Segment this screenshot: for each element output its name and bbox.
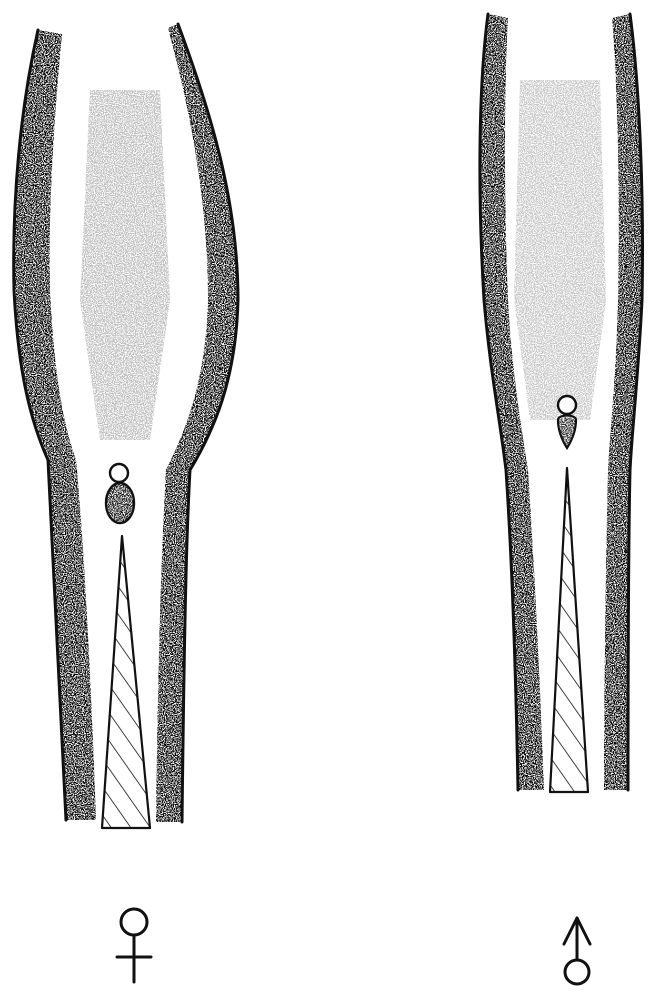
male-specimen — [480, 14, 643, 792]
female-hatched-spike — [102, 536, 150, 828]
male-sign-icon — [564, 918, 590, 984]
male-hatched-spike — [550, 468, 588, 792]
male-symbol-text: ♂ — [0, 0, 1, 1]
female-specimen — [14, 24, 238, 828]
male-small-circle — [558, 396, 576, 414]
female-small-circle — [110, 464, 128, 482]
female-sign-icon — [117, 909, 151, 982]
